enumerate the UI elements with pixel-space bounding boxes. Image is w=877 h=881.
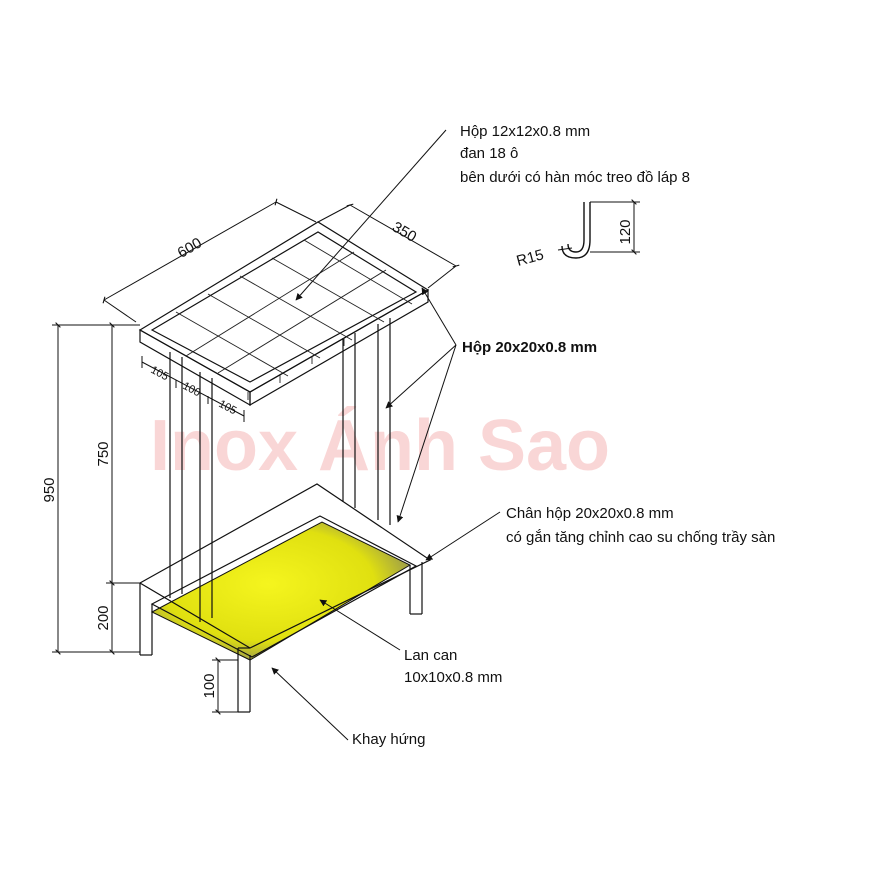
frame-tube-label: Hộp 20x20x0.8 mm [462, 339, 597, 356]
top-grid-label-3: bên dưới có hàn móc treo đồ láp 8 [460, 169, 690, 186]
lower-height-dim: 200 [95, 605, 112, 630]
feet-label-2: có gắn tăng chỉnh cao su chống trầy sàn [506, 529, 775, 546]
callout-leaders [271, 129, 501, 741]
watermark-text: Inox Ánh Sao [150, 406, 610, 486]
cell-dim-b: 100 [181, 380, 203, 399]
railing-label-1: Lan can [404, 647, 457, 664]
foot-height-dim: 100 [201, 673, 218, 698]
top-grid-label-1: Hộp 12x12x0.8 mm [460, 123, 590, 140]
upright-posts [169, 318, 391, 622]
upper-height-dim: 750 [95, 441, 112, 466]
hook-radius-dim: R15 [515, 246, 546, 270]
railing-label-2: 10x10x0.8 mm [404, 669, 502, 686]
tray-label: Khay hứng [352, 731, 425, 748]
hook-height-dim: 120 [617, 219, 634, 244]
feet-label-1: Chân hộp 20x20x0.8 mm [506, 505, 674, 522]
hook-detail [557, 199, 640, 259]
dimension-lines [52, 198, 460, 715]
top-grid-label-2: đan 18 ô [460, 145, 518, 162]
cell-dim-a: 105 [149, 364, 171, 383]
total-height-dim: 950 [41, 477, 58, 502]
width-dim: 350 [389, 218, 419, 245]
